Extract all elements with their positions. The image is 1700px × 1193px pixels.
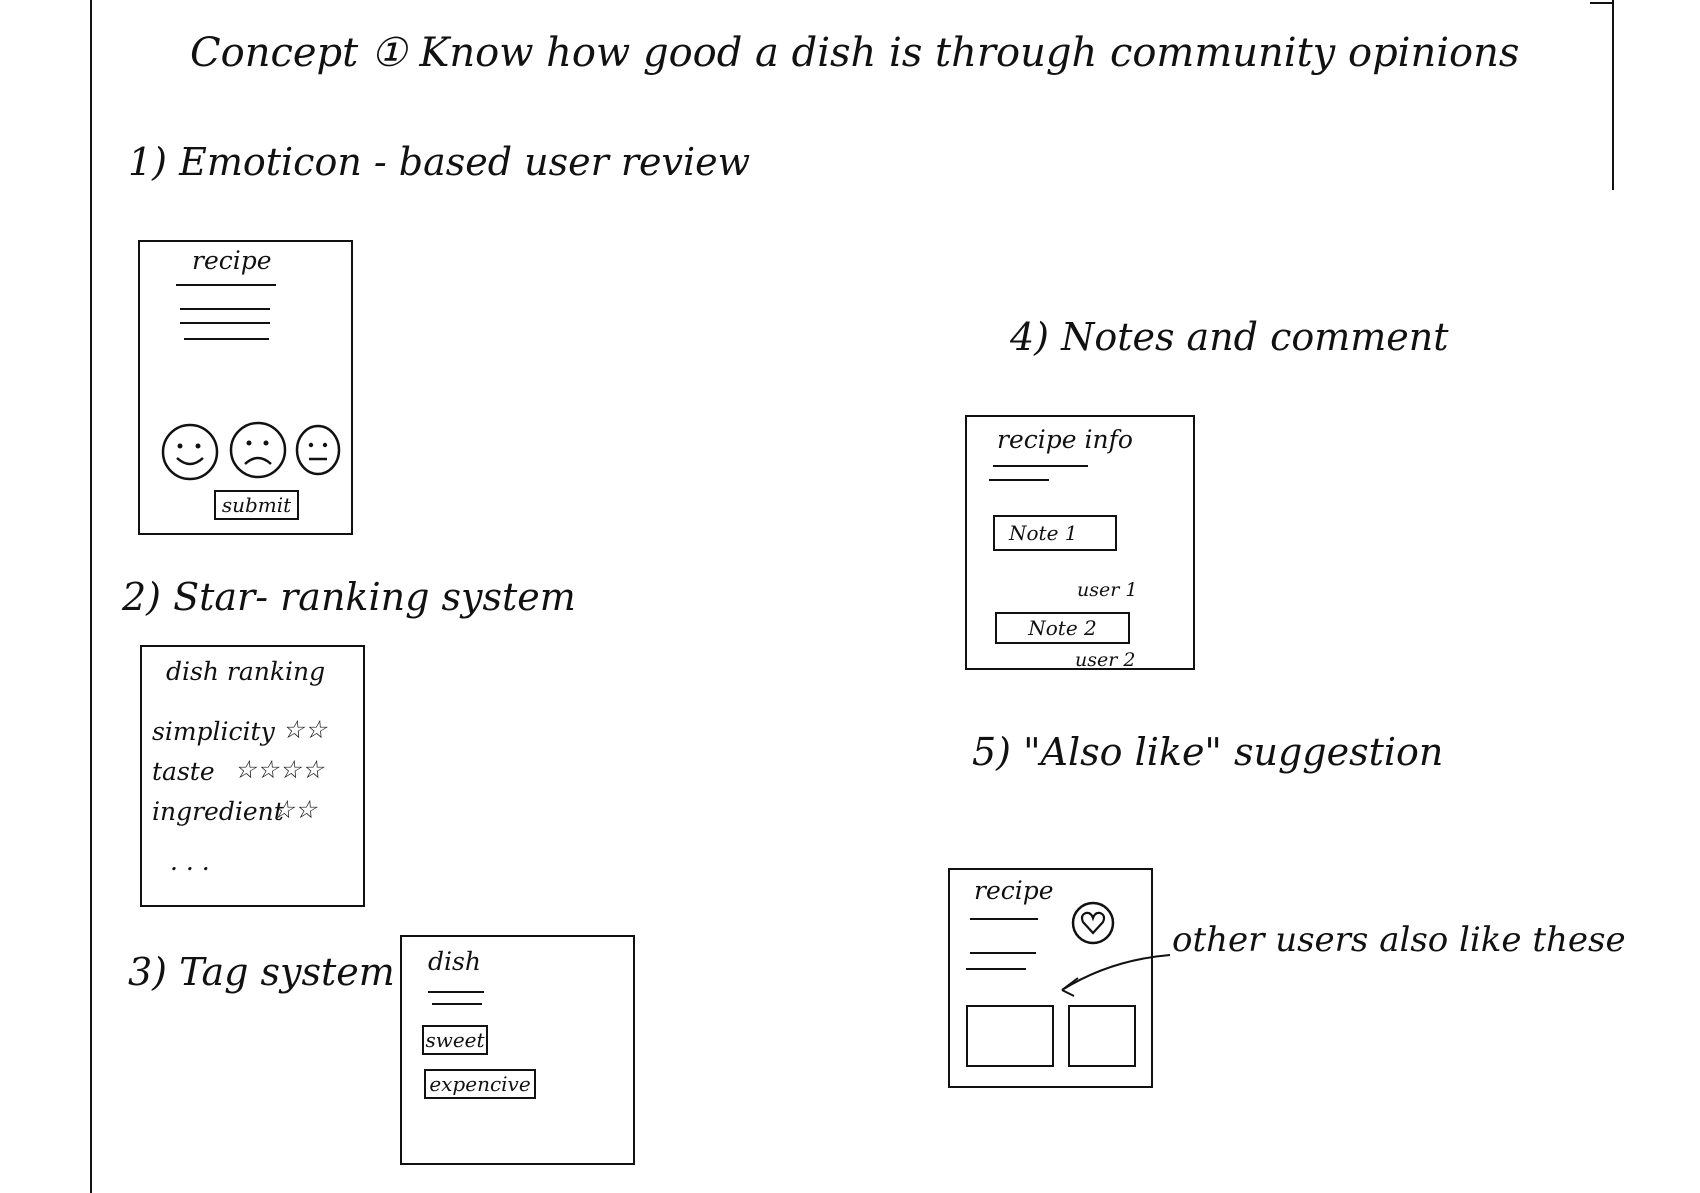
also-like-sketch: recipe [948,868,1153,1088]
sad-face-icon[interactable] [228,420,288,480]
text-line [970,918,1038,920]
section-5-heading: 5) "Also like" suggestion [972,730,1444,774]
text-line [428,991,484,993]
tag-sketch-title: dish [428,947,481,976]
rating-label-simplicity: simplicity [152,717,275,746]
text-line [184,338,269,340]
suggestion-card-1[interactable] [966,1005,1054,1067]
text-line [180,308,270,310]
suggestion-card-2[interactable] [1068,1005,1136,1067]
tag-system-sketch: dish sweet expencive [400,935,635,1165]
text-line [989,479,1049,481]
right-margin-line [1612,0,1614,190]
rating-label-ingredient: ingredient [152,797,284,826]
note-1-user: user 1 [1077,579,1138,601]
rating-label-taste: taste [152,757,215,786]
rating-stars-simplicity[interactable]: ☆☆ [282,715,327,744]
tag-expencive[interactable]: expencive [424,1069,536,1099]
also-like-annotation: other users also like these [1172,920,1626,960]
note-1[interactable]: Note 1 [993,515,1117,551]
text-line [432,1003,482,1005]
section-2-heading: 2) Star- ranking system [122,575,576,619]
heart-icon[interactable] [1070,900,1116,946]
emoticon-sketch-title: recipe [192,246,272,275]
happy-face-icon[interactable] [160,422,220,482]
section-1-heading: 1) Emoticon - based user review [128,140,751,184]
note-2[interactable]: Note 2 [995,612,1130,644]
left-margin-line [90,0,92,1193]
notes-comment-sketch: recipe info Note 1 user 1 Note 2 user 2 [965,415,1195,671]
notes-sketch-title: recipe info [997,425,1133,454]
star-sketch-title: dish ranking [166,657,326,686]
page-title: Concept ① Know how good a dish is throug… [190,30,1520,76]
text-line [970,952,1036,954]
text-line [966,968,1026,970]
section-4-heading: 4) Notes and comment [1010,315,1449,359]
text-line [180,322,270,324]
emoticon-review-sketch: recipe submit [138,240,353,535]
note-2-user: user 2 [1075,649,1136,671]
rating-stars-taste[interactable]: ☆☆☆☆ [234,755,324,784]
submit-button[interactable]: submit [214,490,299,520]
more-ellipsis: . . . [170,847,210,876]
tag-sweet[interactable]: sweet [422,1025,488,1055]
neutral-face-icon[interactable] [294,424,342,476]
section-3-heading: 3) Tag system [128,950,395,994]
text-line [993,465,1088,467]
also-like-sketch-title: recipe [974,876,1054,905]
rating-stars-ingredient[interactable]: ☆☆ [272,795,317,824]
star-ranking-sketch: dish ranking simplicity ☆☆ taste ☆☆☆☆ in… [140,645,365,907]
text-line [176,284,276,286]
top-right-mark [1590,2,1614,4]
